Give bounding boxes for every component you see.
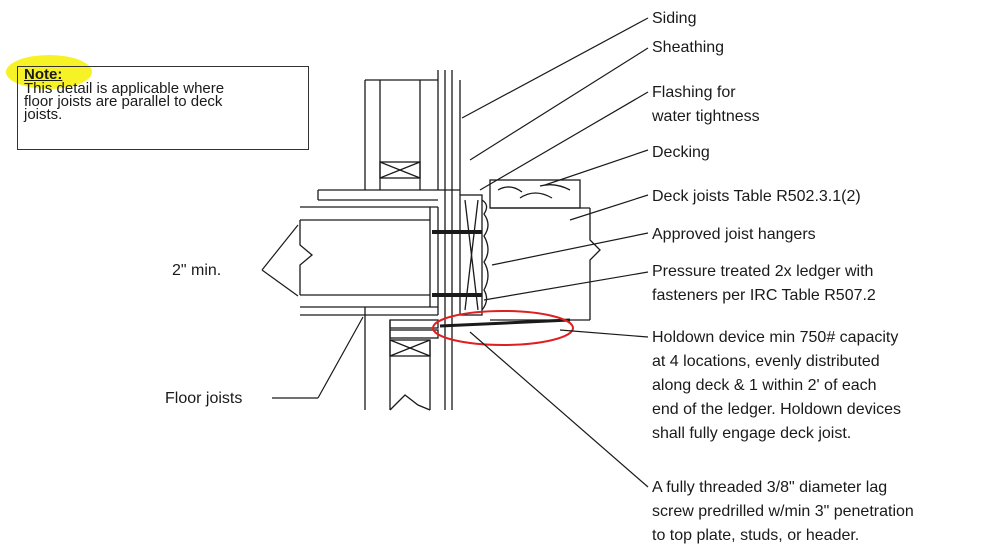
label-ledger-2: fasteners per IRC Table R507.2 [652, 287, 876, 304]
note-highlight [6, 55, 92, 89]
label-lag-screw-2: screw predrilled w/min 3" penetration [652, 503, 914, 520]
label-2in-min: 2" min. [172, 262, 221, 279]
label-holdown-5: shall fully engage deck joist. [652, 425, 851, 442]
leader-lines [261, 17, 649, 488]
label-floor-joists: Floor joists [165, 390, 242, 407]
label-joist-hangers: Approved joist hangers [652, 226, 816, 243]
note-title: Note: [24, 66, 63, 83]
holdown-strap [439, 318, 571, 328]
label-lag-screw-3: to top plate, studs, or header. [652, 527, 859, 544]
note-line-3: joists. [24, 106, 63, 123]
label-deck-joists: Deck joists Table R502.3.1(2) [652, 188, 861, 205]
label-holdown-2: at 4 locations, evenly distributed [652, 353, 880, 370]
note-line-2: floor joists are parallel to deck [24, 93, 223, 110]
label-flashing-2: water tightness [651, 108, 760, 125]
label-decking: Decking [652, 144, 710, 161]
label-flashing-1: Flashing for [652, 84, 736, 101]
upper-wall-framing [364, 70, 439, 190]
deck-joist-and-decking [489, 179, 601, 321]
label-lag-screw-1: A fully threaded 3/8" diameter lag [652, 479, 887, 496]
note-line-1: This detail is applicable where [24, 80, 225, 97]
note-box: Note: This detail is applicable where fl… [17, 66, 309, 150]
label-siding: Siding [652, 10, 696, 27]
floor-framing [299, 189, 460, 411]
label-holdown-1: Holdown device min 750# capacity [652, 329, 898, 346]
label-ledger-1: Pressure treated 2x ledger with [652, 263, 873, 280]
label-holdown-3: along deck & 1 within 2' of each [652, 377, 877, 394]
label-holdown-4: end of the ledger. Holdown devices [652, 401, 901, 418]
sheathing-siding-layers [444, 70, 461, 410]
label-sheathing: Sheathing [652, 39, 724, 56]
ledger-and-bolts [432, 194, 489, 316]
holdown-callout-ellipse [432, 310, 574, 346]
